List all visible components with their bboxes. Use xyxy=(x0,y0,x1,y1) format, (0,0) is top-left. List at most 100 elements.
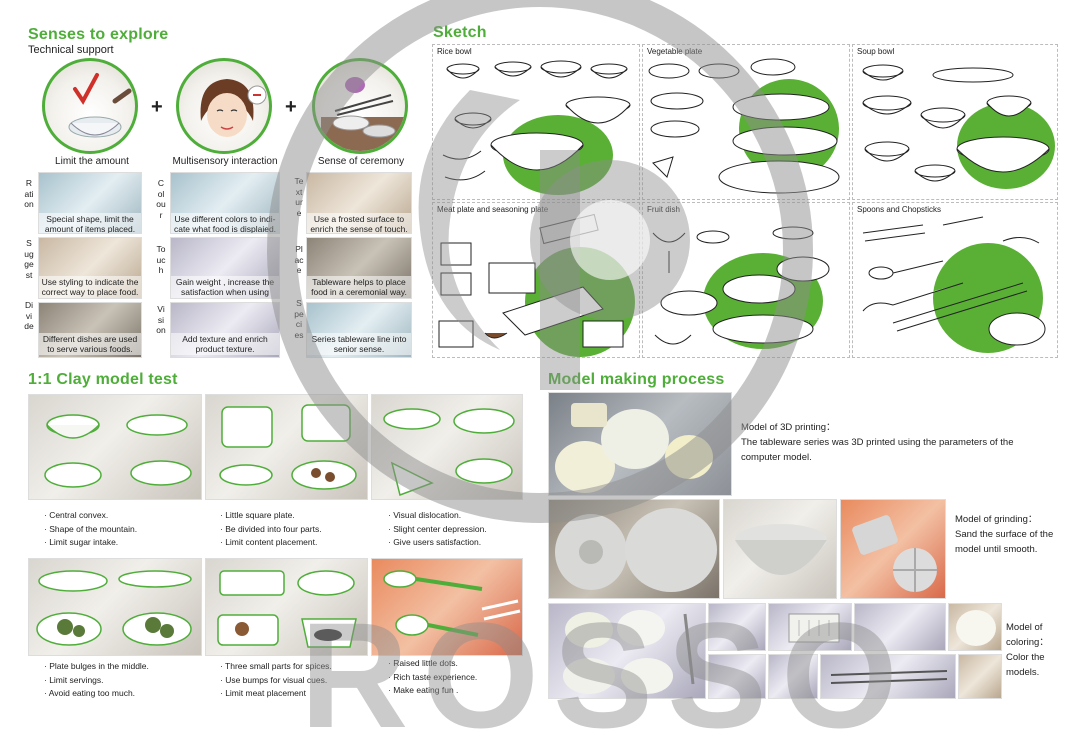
tile-suggest-text: Use styling to indicate the correct way … xyxy=(39,276,141,298)
process-photo-grinding-2 xyxy=(723,499,837,599)
step-coloring-title: Model of coloring： xyxy=(1006,622,1049,648)
process-title: Model making process xyxy=(548,371,725,388)
word-ration: Ration xyxy=(24,178,34,209)
clay-photo-5 xyxy=(205,558,368,656)
meat-plate-sketch-icon xyxy=(438,213,624,348)
clay-photo-1 xyxy=(28,394,202,500)
clay-photo-2 xyxy=(205,394,368,500)
clay-note-6: · Raised little dots. · Rich taste exper… xyxy=(388,658,478,695)
word-place: Place xyxy=(294,244,304,275)
white-plate-icon xyxy=(956,610,996,646)
tile-place: Tableware helps to place food in a cerem… xyxy=(306,237,412,299)
tile-touch-text: Gain weight , increase the satisfaction … xyxy=(171,276,279,298)
face-icon xyxy=(200,79,267,137)
chopsticks-icon xyxy=(830,670,948,684)
limit-amount-circle xyxy=(42,58,138,154)
word-suggest: Suggest xyxy=(24,238,34,280)
word-species: Species xyxy=(294,298,304,340)
grater-icon xyxy=(788,613,840,643)
sketch-fruit-dish: Fruit dish xyxy=(642,202,850,358)
sketch-label-soup-bowl: Soup bowl xyxy=(857,47,895,56)
sketch-title: Sketch xyxy=(433,24,487,41)
ceremony-circle xyxy=(312,58,408,154)
word-colour: Colour xyxy=(156,178,166,220)
clay-title: 1:1 Clay model test xyxy=(28,371,178,388)
word-touch: Touch xyxy=(156,244,166,275)
process-photo-coloring-7 xyxy=(768,654,818,699)
clay-note-1: · Central convex. · Shape of the mountai… xyxy=(44,510,138,547)
process-photo-coloring-1 xyxy=(548,603,706,699)
tile-texture: Use a frosted surface to enrich the sens… xyxy=(306,172,412,234)
rice-bowl-sketch-icon xyxy=(442,60,631,181)
clay-photo-3 xyxy=(371,394,523,500)
word-vision: Vision xyxy=(156,304,166,335)
clay-note-5: · Three small parts for spices. · Use bu… xyxy=(220,661,332,698)
sketch-vegetable-plate: Vegetable plate xyxy=(642,44,850,200)
clay-note-4: · Plate bulges in the middle. · Limit se… xyxy=(44,661,149,698)
tile-ration-text: Special shape, limit the amount of items… xyxy=(39,213,141,233)
step-grinding-text: Sand the surface of the model until smoo… xyxy=(955,529,1054,555)
sketch-label-spoons: Spoons and Chopsticks xyxy=(857,205,942,214)
process-photo-grinding-3 xyxy=(840,499,946,599)
tile-suggest: Use styling to indicate the correct way … xyxy=(38,237,142,299)
caption-ceremony: Sense of ceremony xyxy=(317,156,405,167)
process-photo-coloring-6 xyxy=(708,654,766,699)
word-texture: Texture xyxy=(294,176,304,218)
step-3d-printing-text: The tableware series was 3D printed usin… xyxy=(741,437,1014,463)
cone-bowl-icon xyxy=(735,524,827,575)
process-photo-coloring-5 xyxy=(948,603,1002,651)
process-photo-coloring-9 xyxy=(958,654,1002,699)
process-photo-grinding-1 xyxy=(548,499,720,599)
fruit-dish-sketch-icon xyxy=(652,226,830,345)
tile-divide-text: Different dishes are used to serve vario… xyxy=(39,333,141,355)
tile-species-text: Series tableware line into senior sense. xyxy=(307,333,411,355)
step-grinding-title: Model of grinding： xyxy=(955,514,1038,525)
bowl-icon xyxy=(44,414,192,488)
colored-dishes-icon xyxy=(563,610,695,694)
dish-icon xyxy=(383,408,515,496)
clay-photo-6 xyxy=(371,558,523,656)
check-icon xyxy=(68,73,132,138)
tile-texture-text: Use a frosted surface to enrich the sens… xyxy=(307,213,411,233)
board-icon xyxy=(217,570,357,648)
senses-subtitle: Technical support xyxy=(28,44,114,56)
tile-touch: Gain weight , increase the satisfaction … xyxy=(170,237,280,299)
sanded-bowl-icon xyxy=(555,508,717,592)
square-plate-icon xyxy=(219,404,357,490)
soup-bowl-sketch-icon xyxy=(862,64,1050,182)
sketch-soup-bowl: Soup bowl xyxy=(852,44,1058,200)
process-photo-coloring-8 xyxy=(820,654,956,699)
spoon-icon xyxy=(383,570,521,637)
plus-sign-1: + xyxy=(151,96,163,118)
clay-photo-4 xyxy=(28,558,202,656)
process-photo-coloring-3 xyxy=(768,603,852,651)
tile-vision-text: Add texture and enrich product texture. xyxy=(171,333,279,355)
plus-sign-2: + xyxy=(285,96,297,118)
printed-plates-icon xyxy=(555,403,713,493)
tile-vision: Add texture and enrich product texture. xyxy=(170,302,280,358)
sketch-rice-bowl: Rice bowl xyxy=(432,44,640,200)
sketch-spoons: Spoons and Chopsticks xyxy=(852,202,1058,358)
process-photo-coloring-4 xyxy=(854,603,946,651)
tile-colour: Use different colors to indi-cate what f… xyxy=(170,172,280,234)
tile-divide: Different dishes are used to serve vario… xyxy=(38,302,142,358)
process-photo-coloring-2 xyxy=(708,603,766,651)
plate-icon xyxy=(36,570,192,646)
word-divide: Divide xyxy=(24,300,34,331)
tile-colour-text: Use different colors to indi-cate what f… xyxy=(171,213,279,233)
clay-note-2: · Little square plate. · Be divided into… xyxy=(220,510,322,547)
sketch-meat-plate: Meat plate and seasoning plate xyxy=(432,202,640,358)
step-3d-printing-title: Model of 3D printing： xyxy=(741,422,836,433)
tile-species: Series tableware line into senior sense. xyxy=(306,302,412,358)
tile-ration: Special shape, limit the amount of items… xyxy=(38,172,142,234)
spoons-sketch-icon xyxy=(862,216,1046,346)
multisensory-circle xyxy=(176,58,272,154)
table-setting-icon xyxy=(321,77,405,151)
caption-multisensory: Multisensory interaction xyxy=(172,156,278,167)
step-coloring-text: Color the models. xyxy=(1006,652,1045,678)
divided-plate-icon xyxy=(852,515,937,592)
senses-title: Senses to explore xyxy=(28,26,169,43)
caption-limit-amount: Limit the amount xyxy=(55,156,129,167)
process-photo-3d-printing xyxy=(548,392,732,496)
tile-place-text: Tableware helps to place food in a cerem… xyxy=(307,276,411,298)
